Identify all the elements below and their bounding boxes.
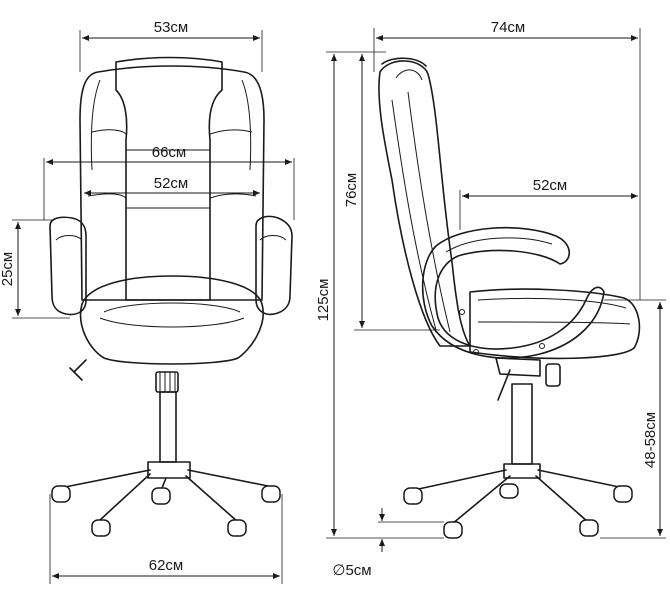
label-side-seat-height: 48-58см [642,412,659,468]
side-view-chair [378,57,641,525]
label-wheel-diameter: ∅5см [332,562,371,579]
label-front-seat-width: 52см [154,175,189,192]
label-front-arm-height: 25см [0,252,16,287]
label-front-arm-width: 66см [152,144,187,161]
label-side-back-height: 76см [343,173,360,208]
label-side-seat-depth: 52см [533,177,568,194]
dimension-lines [12,28,666,584]
label-front-top-width: 53см [154,19,189,36]
label-side-total-height: 125см [315,279,332,322]
front-view-chair [49,56,293,523]
front-wheels [51,485,281,537]
label-front-base-width: 62см [149,557,184,574]
label-side-total-depth: 74см [491,19,526,36]
side-wheels [403,483,633,539]
